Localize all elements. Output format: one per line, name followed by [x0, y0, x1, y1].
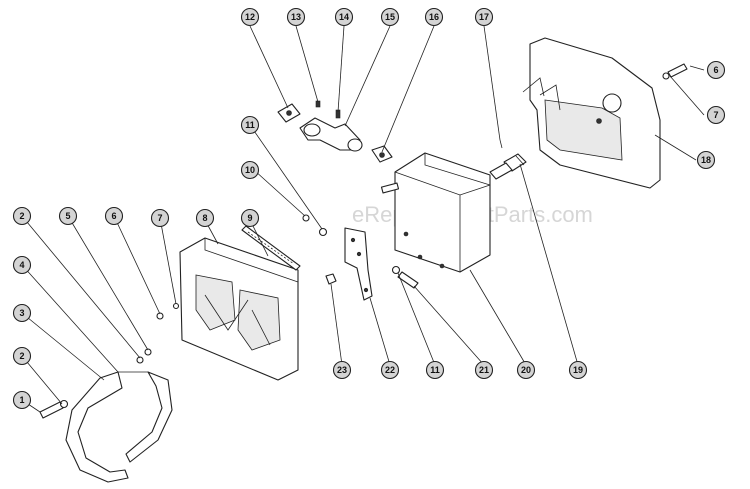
callout-16: 16	[424, 7, 444, 27]
pin-part	[499, 139, 503, 149]
callout-2-upper: 2	[12, 206, 32, 226]
clamp-part	[65, 371, 173, 483]
heat-shield-part	[522, 37, 661, 189]
svg-text:16: 16	[429, 12, 439, 22]
callout-8: 8	[195, 208, 215, 228]
svg-text:2: 2	[19, 211, 24, 221]
svg-text:17: 17	[479, 12, 489, 22]
plate-part	[179, 237, 299, 381]
callout-12: 12	[240, 7, 260, 27]
exhaust-elbow-part	[277, 103, 393, 163]
svg-text:15: 15	[385, 12, 395, 22]
svg-text:19: 19	[573, 365, 583, 375]
muffler-part	[380, 152, 491, 273]
callout-21: 21	[474, 360, 494, 380]
svg-text:8: 8	[202, 213, 207, 223]
callout-3: 3	[12, 303, 32, 323]
svg-text:11: 11	[245, 120, 255, 130]
clamp-bolt-parts	[39, 399, 69, 419]
svg-text:1: 1	[19, 395, 24, 405]
svg-text:7: 7	[157, 213, 162, 223]
callout-13: 13	[286, 7, 306, 27]
bracket-part	[344, 227, 373, 301]
screen-part	[241, 225, 301, 271]
callout-14: 14	[334, 7, 354, 27]
pipe-stud-part	[489, 153, 527, 180]
stud-parts	[315, 100, 341, 119]
callout-4: 4	[12, 255, 32, 275]
svg-text:13: 13	[291, 12, 301, 22]
svg-text:7: 7	[713, 110, 718, 120]
svg-text:2: 2	[19, 351, 24, 361]
callout-7-left: 7	[150, 208, 170, 228]
svg-text:5: 5	[65, 211, 70, 221]
svg-text:3: 3	[19, 308, 24, 318]
svg-text:10: 10	[245, 165, 255, 175]
callout-17: 17	[474, 7, 494, 27]
callout-7-right: 7	[706, 105, 726, 125]
callout-22: 22	[380, 360, 400, 380]
svg-text:23: 23	[337, 365, 347, 375]
svg-text:22: 22	[385, 365, 395, 375]
callout-20: 20	[516, 360, 536, 380]
callout-15: 15	[380, 7, 400, 27]
callout-1: 1	[12, 390, 32, 410]
svg-text:9: 9	[247, 213, 252, 223]
callout-18: 18	[696, 150, 716, 170]
callout-10: 10	[240, 160, 260, 180]
svg-text:12: 12	[245, 12, 255, 22]
svg-text:11: 11	[430, 365, 440, 375]
callout-23: 23	[332, 360, 352, 380]
callout-9: 9	[240, 208, 260, 228]
fastener-parts	[302, 214, 419, 289]
svg-text:21: 21	[479, 365, 489, 375]
callout-6-left: 6	[104, 206, 124, 226]
plate-hardware	[136, 302, 180, 364]
svg-text:6: 6	[713, 65, 718, 75]
svg-text:4: 4	[19, 260, 24, 270]
svg-text:14: 14	[339, 12, 349, 22]
svg-text:18: 18	[701, 155, 711, 165]
callout-11-upper: 11	[240, 115, 260, 135]
svg-text:20: 20	[521, 365, 531, 375]
callout-6-right: 6	[706, 60, 726, 80]
callout-2-lower: 2	[12, 346, 32, 366]
callout-11-lower: 11	[425, 360, 445, 380]
callout-19: 19	[568, 360, 588, 380]
callout-5: 5	[58, 206, 78, 226]
shield-bolts	[662, 63, 688, 80]
svg-text:6: 6	[111, 211, 116, 221]
